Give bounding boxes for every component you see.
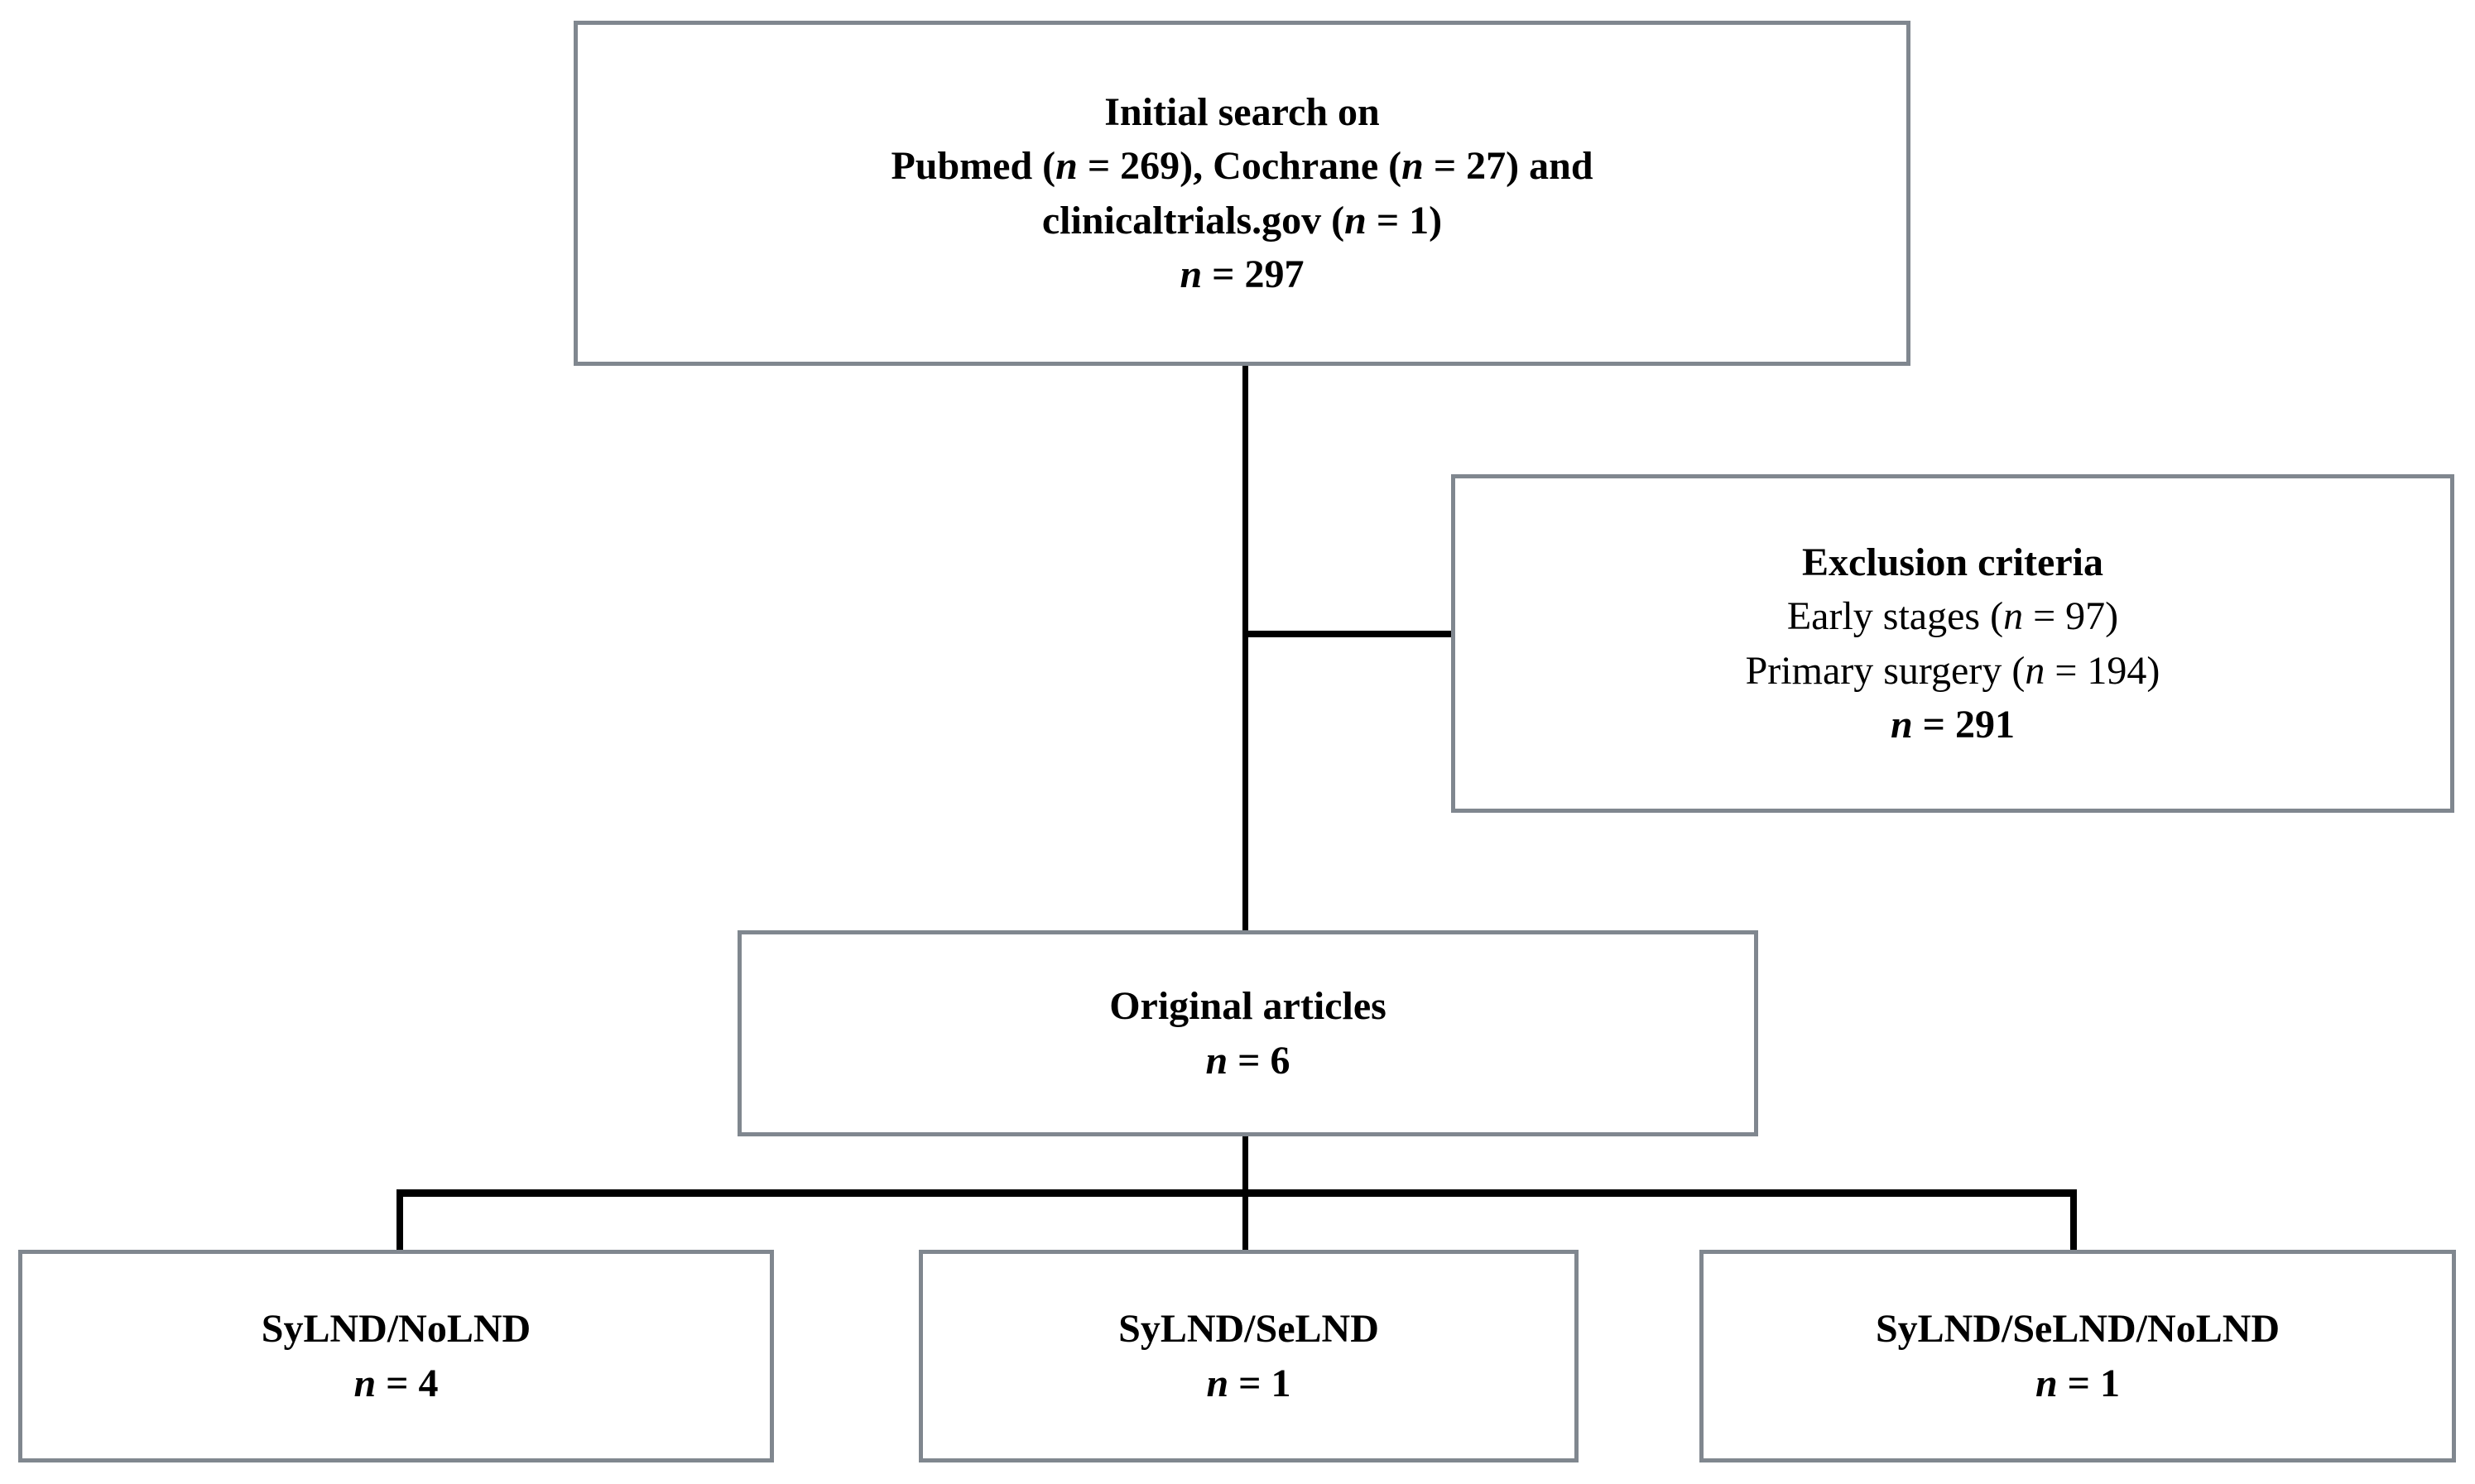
node-line: n = 297: [1180, 252, 1305, 296]
connector-initial-to-original: [1242, 364, 1248, 935]
node-line: n = 6: [1205, 1038, 1290, 1083]
connector-branch-drop-right: [2070, 1189, 2077, 1253]
node-line: clinicaltrials.gov (n = 1): [1041, 198, 1443, 243]
node-line: n = 1: [2035, 1361, 2121, 1405]
node-initial-search: Initial search on Pubmed (n = 269), Cochr…: [574, 21, 1910, 366]
node-line: Exclusion criteria: [1802, 540, 2103, 584]
node-sylnd-nolnd: SyLND/NoLND n = 4: [18, 1250, 774, 1462]
node-line: Initial search on: [1104, 89, 1380, 134]
connector-branch-drop-left: [396, 1189, 403, 1253]
node-line: Pubmed (n = 269), Cochrane (n = 27) and: [891, 144, 1593, 189]
node-line: Primary surgery (n = 194): [1745, 648, 2160, 693]
node-line: SyLND/NoLND: [261, 1307, 531, 1352]
node-line: SyLND/SeLND/NoLND: [1875, 1307, 2280, 1352]
connector-branch-horizontal: [396, 1189, 2077, 1197]
node-line: Early stages (n = 97): [1786, 594, 2119, 639]
node-sylnd-selnd: SyLND/SeLND n = 1: [919, 1250, 1579, 1462]
node-line: Original articles: [1109, 984, 1386, 1029]
node-line: SyLND/SeLND: [1118, 1307, 1379, 1352]
node-original-articles: Original articles n = 6: [738, 930, 1758, 1136]
node-line: n = 1: [1206, 1361, 1291, 1405]
node-sylnd-selnd-nolnd: SyLND/SeLND/NoLND n = 1: [1699, 1250, 2456, 1462]
node-line: n = 4: [353, 1361, 439, 1405]
node-line: n = 291: [1890, 702, 2016, 747]
connector-to-exclusion-criteria: [1245, 631, 1453, 637]
